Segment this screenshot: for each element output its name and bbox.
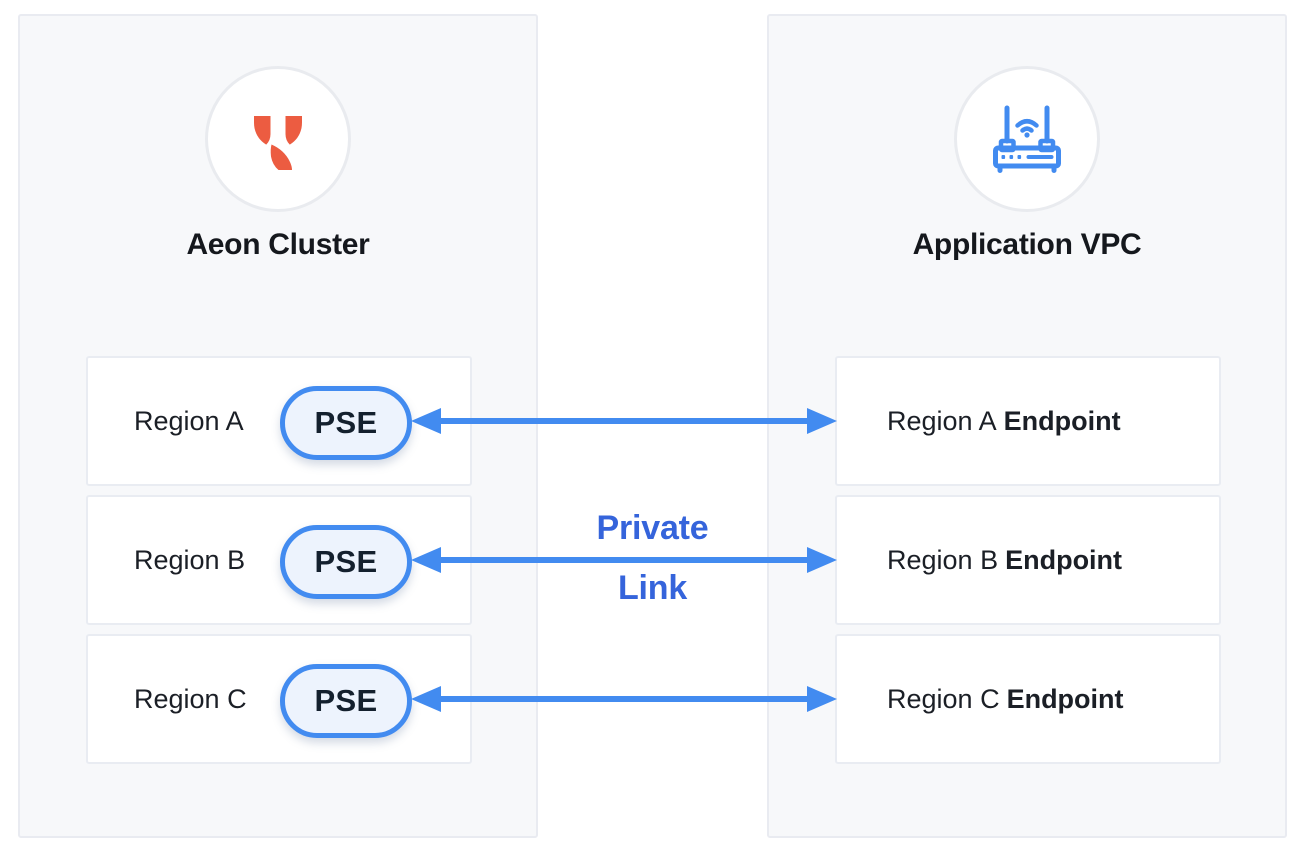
endpoint-a-region: Region A	[887, 405, 997, 436]
endpoint-a-suffix: Endpoint	[1003, 405, 1121, 436]
router-icon	[993, 105, 1061, 173]
endpoint-b-region: Region B	[887, 544, 999, 575]
private-link-arrow-b	[411, 547, 837, 573]
endpoint-b-suffix: Endpoint	[1005, 544, 1123, 575]
pse-badge-c: PSE	[280, 664, 412, 738]
region-b-pse-row: Region B PSE	[86, 495, 472, 625]
left-panel-title: Aeon Cluster	[186, 228, 370, 261]
region-c-label: Region C	[134, 683, 247, 714]
right-panel-title: Application VPC	[912, 228, 1142, 261]
pse-badge-a: PSE	[280, 386, 412, 460]
region-b-label: Region B	[134, 544, 246, 575]
region-a-label: Region A	[134, 405, 244, 436]
private-link-label-line1: Private	[596, 509, 709, 547]
endpoint-c-suffix: Endpoint	[1006, 683, 1124, 714]
aeon-logo-circle	[205, 66, 351, 212]
aeon-logo-icon	[254, 116, 302, 170]
region-a-pse-row: Region A PSE	[86, 356, 472, 486]
private-link-label-line2: Link	[617, 569, 688, 607]
private-link-arrow-c	[411, 686, 837, 712]
router-circle	[954, 66, 1100, 212]
private-link-arrow-a	[411, 408, 837, 434]
endpoint-c-region: Region C	[887, 683, 1000, 714]
pse-badge-b: PSE	[280, 525, 412, 599]
region-c-pse-row: Region C PSE	[86, 634, 472, 764]
aeon-cluster-panel: Aeon Cluster Region A PSE Region B PSE R…	[18, 14, 538, 838]
